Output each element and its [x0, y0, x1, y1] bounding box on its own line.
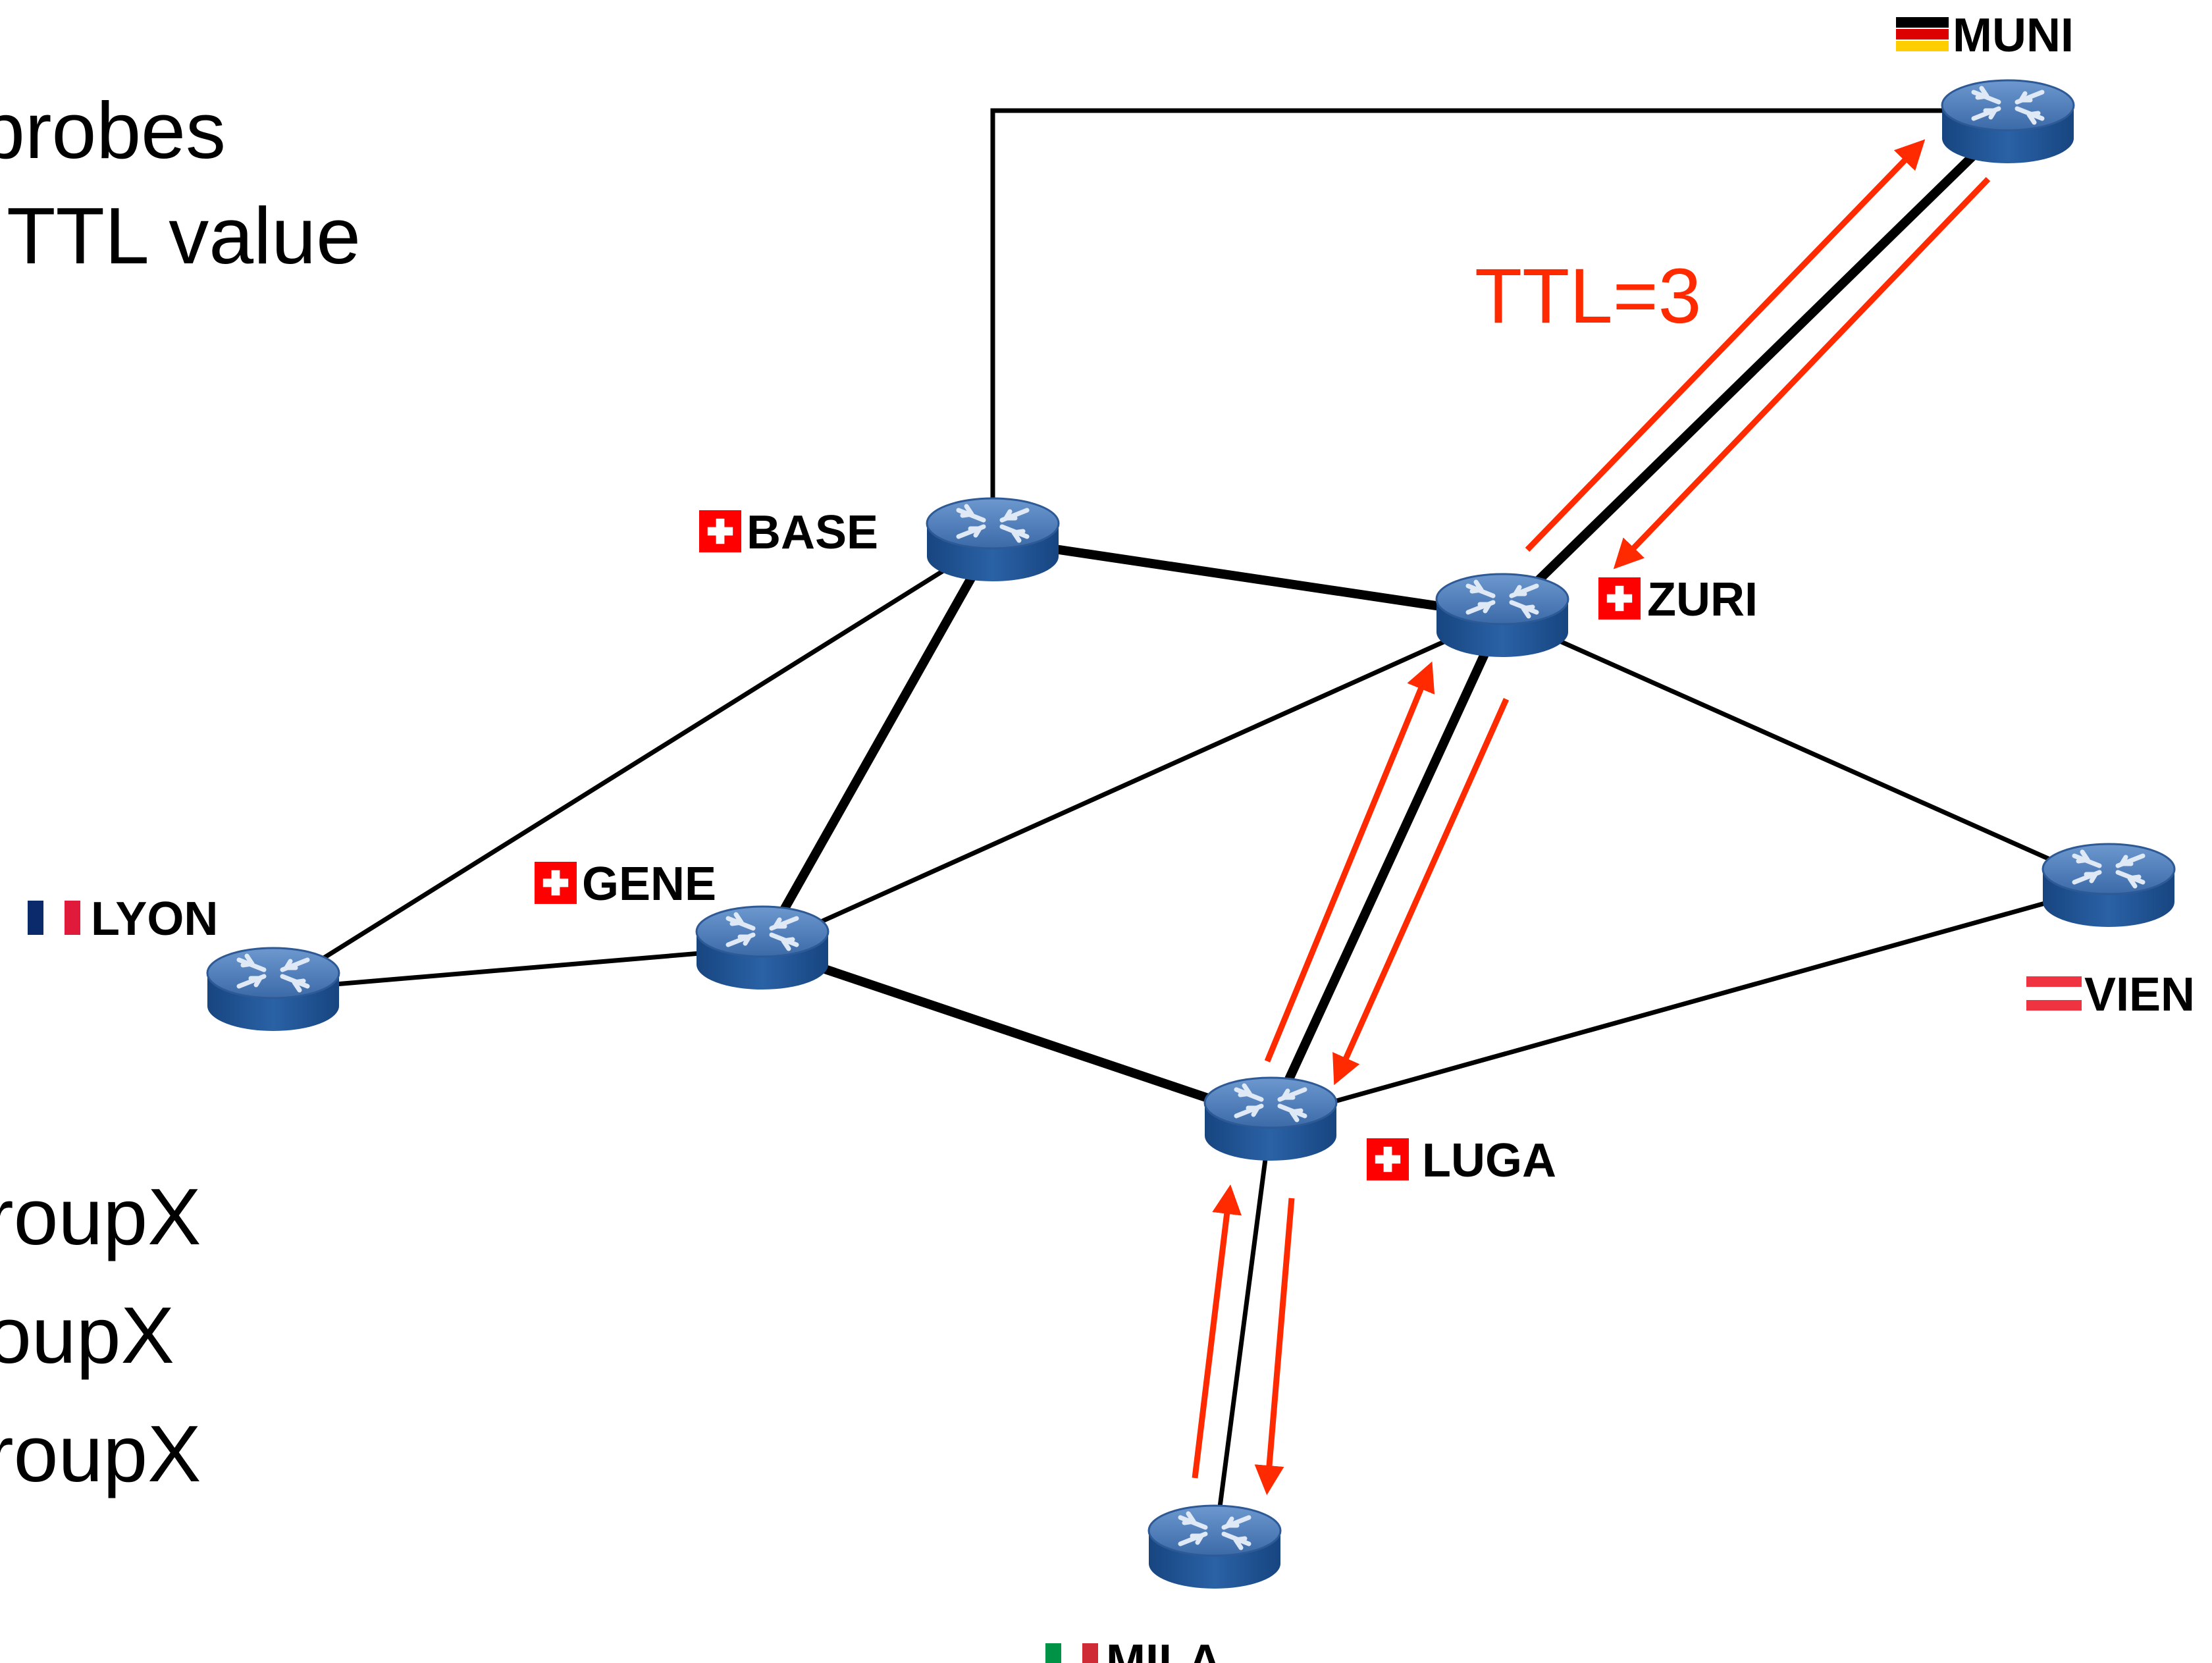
router-label-lyon: LYON	[28, 893, 218, 945]
slide-text-line4: oupX	[0, 1290, 174, 1380]
labels-layer: MUNI BASE ZURI LYON GENE VIEN LUGA MILA	[28, 9, 2195, 1663]
router-icon-muni[interactable]	[1941, 79, 2075, 163]
link-base-muni	[990, 108, 1949, 523]
flag-at-icon	[2026, 976, 2082, 1011]
router-label-muni: MUNI	[1896, 9, 2074, 62]
flag-de-icon	[1896, 17, 1949, 51]
flag-it-icon	[1045, 1643, 1098, 1663]
link-base-zuri	[991, 535, 1504, 620]
router-label-zuri: ZURI	[1598, 573, 1758, 626]
slide-text: probes TTL value roupX oupX roupX	[0, 86, 361, 1498]
router-name-zuri: ZURI	[1647, 573, 1758, 626]
link-zuri-muni	[1499, 118, 2011, 620]
link-zuri-vien	[1501, 613, 2110, 888]
ttl-label: TTL=3	[1475, 253, 1701, 340]
link-lyon-gene	[273, 945, 763, 992]
probe-arrows	[1192, 139, 1991, 1495]
router-label-gene: GENE	[535, 858, 716, 911]
flag-ch-icon	[699, 510, 741, 552]
router-name-base: BASE	[747, 506, 878, 559]
link-gene-zuri	[761, 613, 1504, 951]
probe-arrow-zuri-muni	[1525, 139, 1926, 552]
flag-fr-icon	[28, 901, 80, 935]
link-gene-luga	[760, 943, 1273, 1124]
link-base-gene	[758, 537, 997, 951]
router-name-mila: MILA	[1106, 1635, 1222, 1663]
router-icon-mila[interactable]	[1147, 1504, 1282, 1589]
link-zuri-luga	[1266, 614, 1507, 1121]
flag-ch-icon	[1367, 1138, 1409, 1180]
router-name-luga: LUGA	[1422, 1134, 1556, 1187]
probe-arrow-luga-zuri	[1264, 661, 1435, 1063]
router-name-muni: MUNI	[1953, 9, 2074, 62]
probe-arrow-mila-luga	[1192, 1184, 1242, 1479]
link-base-lyon	[272, 538, 994, 991]
slide-text-line5: roupX	[0, 1409, 201, 1498]
probe-arrow-muni-zuri	[1613, 176, 1991, 569]
router-label-mila: MILA	[1045, 1635, 1222, 1663]
router-icon-lyon[interactable]	[206, 947, 340, 1031]
router-icon-gene[interactable]	[695, 905, 830, 990]
router-name-lyon: LYON	[91, 893, 218, 945]
router-icon-vien[interactable]	[2041, 843, 2176, 927]
probe-arrow-zuri-luga	[1332, 698, 1510, 1086]
links-layer	[272, 108, 2110, 1548]
link-vien-luga	[1270, 883, 2109, 1122]
router-name-vien: VIEN	[2084, 968, 2195, 1021]
router-label-luga: LUGA	[1367, 1134, 1556, 1187]
router-icon-luga[interactable]	[1203, 1076, 1338, 1161]
router-label-vien: VIEN	[2026, 968, 2195, 1021]
flag-ch-icon	[1598, 577, 1641, 620]
link-luga-mila	[1212, 1119, 1273, 1548]
slide-text-line1: probes	[0, 86, 226, 175]
routers-layer	[206, 79, 2176, 1589]
slide-text-line3: roupX	[0, 1172, 201, 1261]
probe-arrow-luga-mila	[1254, 1198, 1295, 1495]
flag-ch-icon	[535, 862, 577, 904]
router-icon-zuri[interactable]	[1435, 573, 1569, 657]
router-icon-base[interactable]	[926, 497, 1060, 581]
router-label-base: BASE	[699, 506, 878, 559]
slide-text-line2: TTL value	[7, 191, 361, 280]
router-name-gene: GENE	[582, 858, 716, 911]
